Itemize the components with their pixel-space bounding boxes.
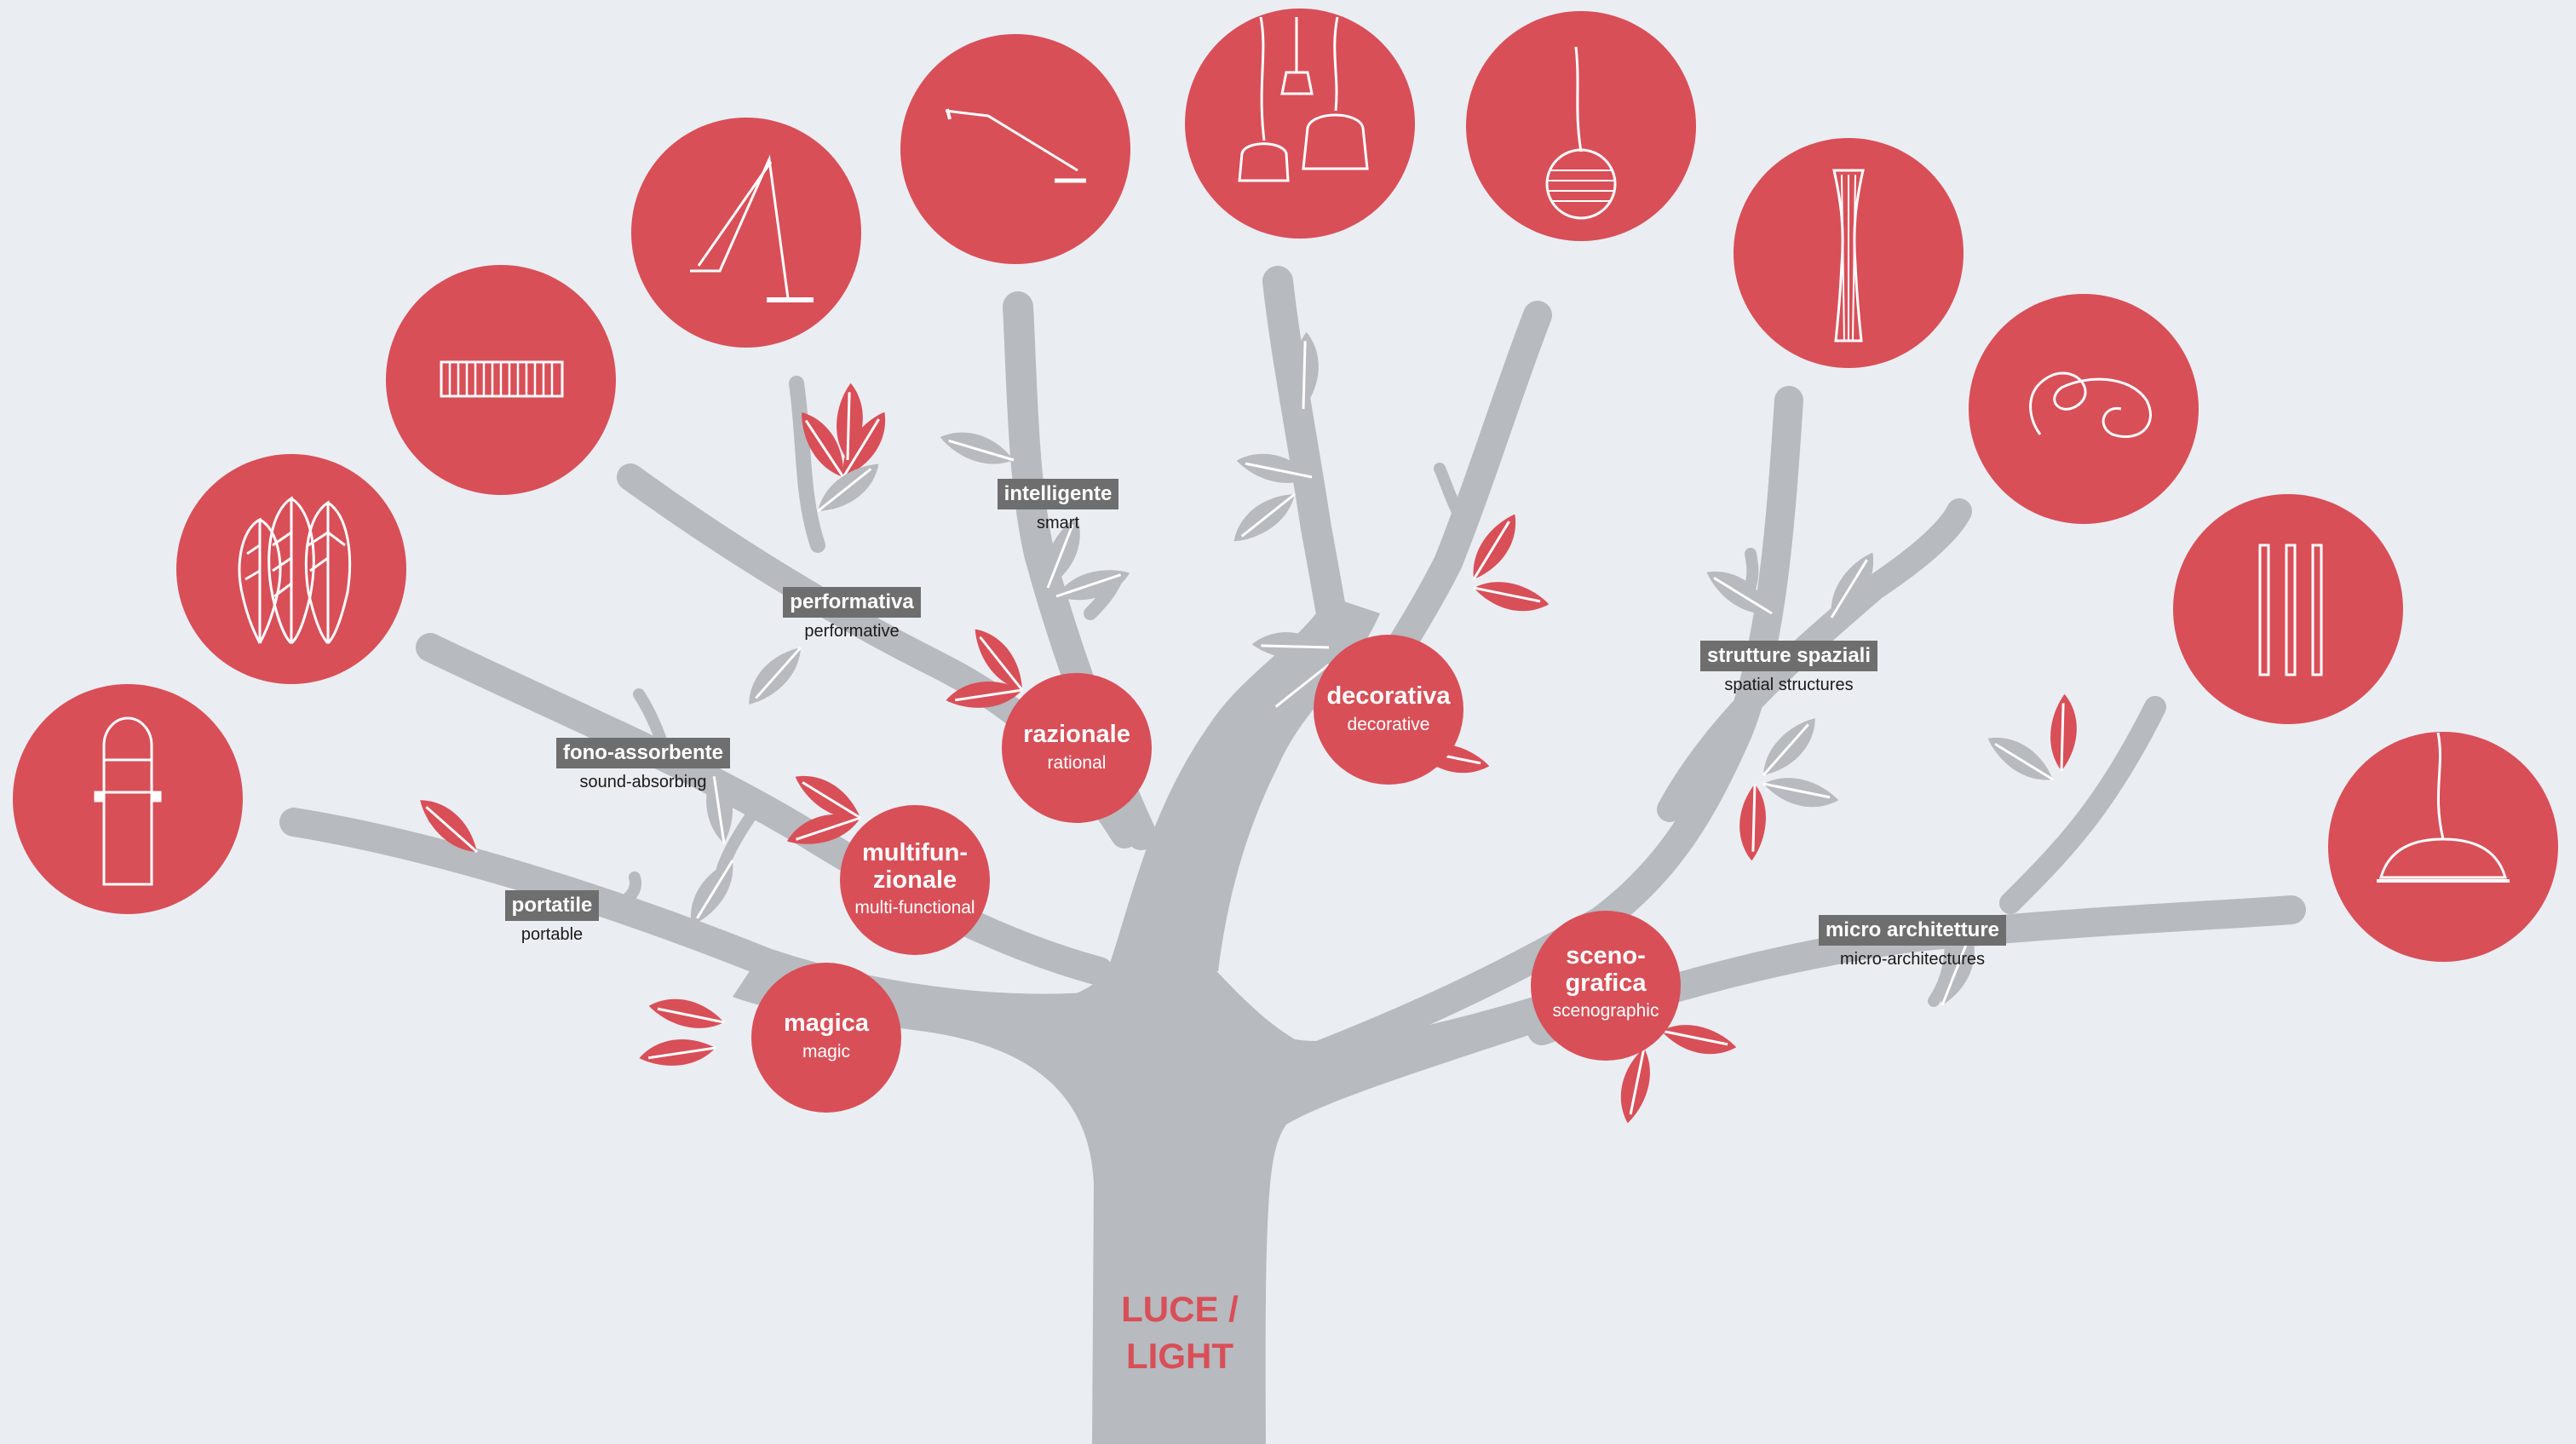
node-subtitle: scenographic bbox=[1552, 1000, 1659, 1021]
node-subtitle: rational bbox=[1047, 753, 1107, 774]
curl-light-icon bbox=[1969, 294, 2199, 524]
node-scenografica bbox=[1531, 911, 1681, 1061]
node-title: zionale bbox=[872, 866, 957, 895]
node-title: razionale bbox=[1023, 721, 1130, 748]
tag-subtitle: portable bbox=[520, 925, 584, 944]
dome-pendant-icon bbox=[2328, 732, 2558, 962]
task-lamp-icon bbox=[631, 118, 861, 348]
node-magica bbox=[751, 963, 901, 1113]
tall-floor-lamp-icon bbox=[1734, 138, 1964, 368]
node-razionale bbox=[1002, 673, 1152, 823]
node-subtitle: decorative bbox=[1347, 715, 1430, 735]
category-nodes bbox=[751, 635, 1681, 1113]
node-decorativa bbox=[1314, 635, 1463, 785]
tag-intelligente: intelligente smart bbox=[973, 479, 1143, 533]
tag-subtitle: spatial structures bbox=[1724, 676, 1854, 694]
tag-title: fono-assorbente bbox=[555, 738, 730, 768]
tag-subtitle: performative bbox=[804, 622, 900, 641]
tag-title: performativa bbox=[783, 587, 921, 618]
node-multifunzionale bbox=[840, 805, 990, 955]
tag-micro-architetture: micro architetture micro-architectures bbox=[1789, 915, 2036, 969]
tag-title: micro architetture bbox=[1818, 915, 2007, 946]
tag-portatile: portatile portable bbox=[467, 890, 637, 945]
leaf-trees-icon bbox=[176, 454, 406, 684]
tag-subtitle: sound-absorbing bbox=[579, 773, 707, 791]
linear-desk-lamp-icon bbox=[900, 34, 1130, 264]
node-title: magica bbox=[784, 1010, 869, 1037]
tag-subtitle: smart bbox=[1037, 514, 1079, 532]
node-title: multifun- bbox=[861, 839, 968, 866]
product-circles bbox=[13, 9, 2558, 962]
sphere-pendant-icon bbox=[1466, 11, 1696, 241]
tag-title: strutture spaziali bbox=[1699, 641, 1878, 671]
tag-title: portatile bbox=[504, 890, 600, 921]
tag-performativa: performativa performative bbox=[758, 587, 946, 641]
trunk-label-line-2: LIGHT bbox=[1126, 1335, 1233, 1376]
node-label-scenografica: sceno- grafica scenographic bbox=[1529, 942, 1682, 1021]
node-title: grafica bbox=[1565, 969, 1647, 998]
tag-title: intelligente bbox=[997, 479, 1119, 509]
node-title: sceno- bbox=[1566, 942, 1646, 969]
light-poles-icon bbox=[2173, 494, 2403, 724]
node-label-magica: magica magic bbox=[750, 1010, 903, 1062]
node-title: decorativa bbox=[1326, 682, 1451, 710]
trunk-label-line-1: LUCE / bbox=[1121, 1289, 1239, 1329]
node-subtitle: multi-functional bbox=[854, 897, 975, 918]
tag-subtitle: micro-architectures bbox=[1839, 950, 1986, 969]
cluster-pendants-icon bbox=[1185, 9, 1415, 239]
node-subtitle: magic bbox=[802, 1042, 851, 1062]
slatted-panel-icon bbox=[386, 265, 616, 495]
node-label-razionale: razionale rational bbox=[1000, 721, 1153, 774]
node-label-decorativa: decorativa decorative bbox=[1312, 682, 1465, 735]
tag-fono-assorbente: fono-assorbente sound-absorbing bbox=[537, 738, 750, 792]
trunk-label: LUCE / LIGHT bbox=[1103, 1286, 1256, 1379]
tree-trunk bbox=[733, 937, 1542, 1444]
node-label-multifunzionale: multifun- zionale multi-functional bbox=[838, 839, 992, 918]
portable-lantern-icon bbox=[13, 684, 243, 914]
tag-strutture-spaziali: strutture spaziali spatial structures bbox=[1670, 641, 1908, 695]
